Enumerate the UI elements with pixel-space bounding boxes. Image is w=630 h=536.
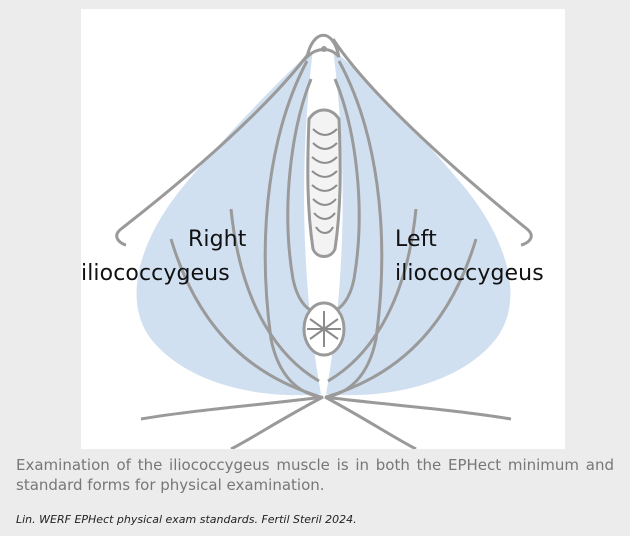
figure-citation: Lin. WERF EPHect physical exam standards…: [16, 512, 614, 528]
gluteal-fold-right: [141, 397, 323, 449]
left-muscle-label-line2: iliococcygeus: [395, 259, 544, 289]
gluteal-fold-left: [325, 397, 511, 449]
figure-caption: Examination of the iliococcygeus muscle …: [16, 455, 614, 495]
right-muscle-label-line2: iliococcygeus: [81, 259, 230, 289]
right-muscle-label-line1: Right: [188, 225, 246, 255]
pelvic-floor-drawing: [81, 9, 565, 449]
vaginal-opening: [308, 110, 340, 257]
pelvic-floor-illustration: Right iliococcygeus Left iliococcygeus: [81, 9, 565, 449]
left-muscle-label-line1: Left: [395, 225, 437, 255]
